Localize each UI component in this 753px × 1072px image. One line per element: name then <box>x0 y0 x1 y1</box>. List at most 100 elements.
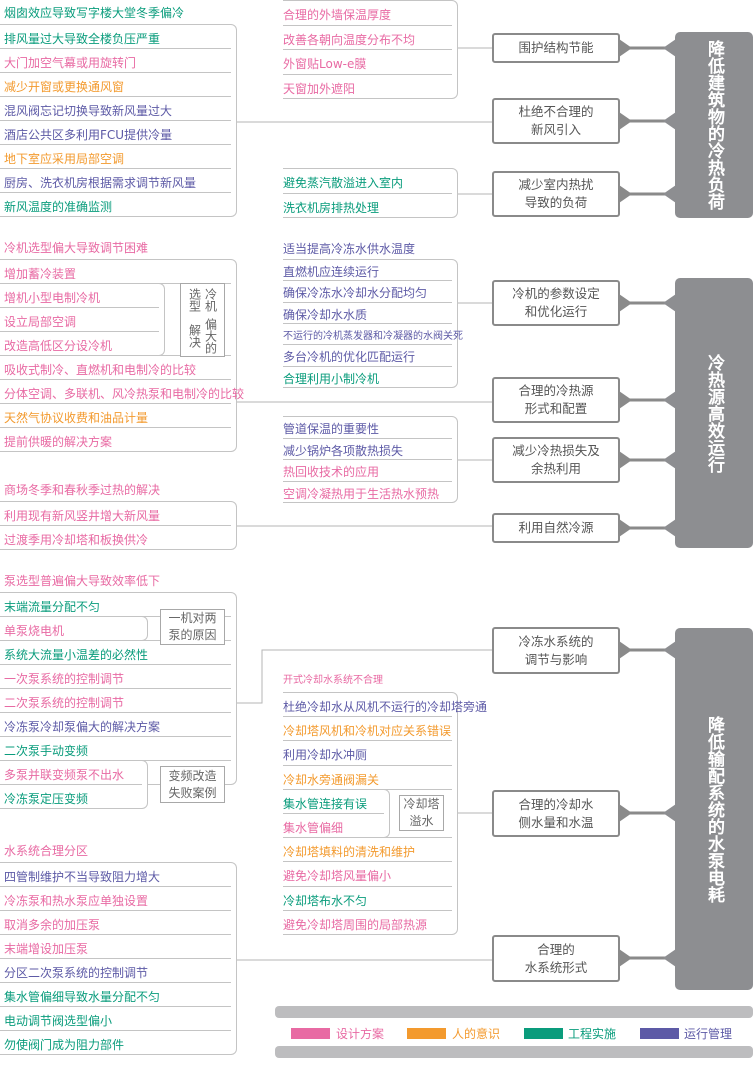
category-fresh-air[interactable]: 杜绝不合理的新风引入 <box>492 98 620 144</box>
item-text: 冷却塔填料的清洗和维护 <box>283 845 416 860</box>
row-divider <box>0 120 231 121</box>
list-item[interactable]: 大门加空气幕或用旋转门 <box>4 48 136 72</box>
list-item[interactable]: 酒店公共区多利用FCU提供冷量 <box>4 120 172 144</box>
list-item[interactable]: 避免蒸汽散溢进入室内 <box>283 168 403 193</box>
list-item[interactable]: 合理利用小制冷机 <box>283 366 379 387</box>
group-header-item[interactable]: 商场冬季和春秋季过热的解决 <box>4 475 160 499</box>
list-item[interactable]: 冷冻泵定压变频 <box>4 784 88 808</box>
list-item[interactable]: 利用现有新风竖井增大新风量 <box>4 501 160 525</box>
item-text: 多泵并联变频泵不出水 <box>4 768 125 782</box>
main-reduce-load[interactable]: 降低建筑物的冷热负荷 <box>675 32 753 218</box>
list-item[interactable]: 洗衣机房排热处理 <box>283 193 379 218</box>
list-item[interactable]: 避免冷却塔风量偏小 <box>283 861 391 885</box>
list-item[interactable]: 天窗加外遮阳 <box>283 74 355 99</box>
list-item[interactable]: 集水管偏细导致水量分配不匀 <box>4 982 160 1006</box>
list-item[interactable]: 热回收技术的应用 <box>283 459 379 481</box>
group-header-item[interactable]: 适当提高冷冻水供水温度 <box>283 236 415 257</box>
row-divider <box>283 764 452 766</box>
list-item[interactable]: 提前供暖的解决方案 <box>4 427 112 451</box>
item-text: 提前供暖的解决方案 <box>4 435 113 449</box>
list-item[interactable]: 集水管偏细 <box>283 813 343 837</box>
list-item[interactable]: 系统大流量小温差的必然性 <box>4 640 148 664</box>
list-item[interactable]: 避免冷却塔周围的局部热源 <box>283 910 427 934</box>
list-item[interactable]: 冷却塔布水不匀 <box>283 886 367 910</box>
list-item[interactable]: 过渡季用冷却塔和板换供冷 <box>4 525 148 549</box>
list-item[interactable]: 外窗贴Low-e膜 <box>283 49 366 74</box>
list-item[interactable]: 管道保温的重要性 <box>283 416 379 438</box>
list-item[interactable]: 电动调节阀选型偏小 <box>4 1006 112 1030</box>
list-item[interactable]: 二次泵系统的控制调节 <box>4 688 124 712</box>
arrow-notch-icon <box>663 185 676 203</box>
list-item[interactable]: 分区二次泵系统的控制调节 <box>4 958 148 982</box>
list-item[interactable]: 厨房、洗衣机房根据需求调节新风量 <box>4 168 196 192</box>
item-text: 冷冻泵冷却泵偏大的解决方案 <box>4 720 161 734</box>
list-item[interactable]: 冷冻泵冷却泵偏大的解决方案 <box>4 712 160 736</box>
list-item[interactable]: 合理的外墙保温厚度 <box>283 0 391 25</box>
group-header-item[interactable]: 泵选型普遍偏大导致效率低下 <box>4 566 160 590</box>
list-item[interactable]: 冷却塔填料的清洗和维护 <box>283 837 415 861</box>
list-item[interactable]: 末端增设加压泵 <box>4 934 88 958</box>
row-divider <box>0 48 231 49</box>
row-divider <box>0 307 159 308</box>
category-chilled-water[interactable]: 冷冻水系统的调节与影响 <box>492 627 620 674</box>
list-item[interactable]: 增机小型电制冷机 <box>4 283 100 307</box>
list-item[interactable]: 冷却塔风机和冷机对应关系错误 <box>283 716 451 740</box>
list-item[interactable]: 勿使阀门成为阻力部件 <box>4 1030 124 1054</box>
category-loss-recovery[interactable]: 减少冷热损失及余热利用 <box>492 437 620 483</box>
category-internal-load[interactable]: 减少室内热扰导致的负荷 <box>492 171 620 217</box>
list-item[interactable]: 排风量过大导致全楼负压严重 <box>4 24 160 48</box>
item-text: 冷却塔布水不匀 <box>283 893 368 908</box>
list-item[interactable]: 冷却水旁通阀漏关 <box>283 765 379 789</box>
list-item[interactable]: 利用冷却水冲厕 <box>283 740 367 764</box>
item-text: 混风阀忘记切换导致新风量过大 <box>4 104 173 118</box>
category-cooling-water[interactable]: 合理的冷却水侧水量和水温 <box>492 790 620 837</box>
group-header-item[interactable]: 水系统合理分区 <box>4 836 88 860</box>
list-item[interactable]: 空调冷凝热用于生活热水预热 <box>283 481 439 503</box>
category-free-cooling[interactable]: 利用自然冷源 <box>492 513 620 543</box>
list-item[interactable]: 改善各朝向温度分布不均 <box>283 25 415 50</box>
category-label: 形式和配置 <box>524 401 588 416</box>
list-item[interactable]: 改造高低区分设冷机 <box>4 331 112 355</box>
list-item[interactable]: 多泵并联变频泵不出水 <box>4 760 124 784</box>
main-reduce-pump-power[interactable]: 降低输配系统的水泵电耗 <box>675 628 753 990</box>
list-item[interactable]: 吸收式制冷、直燃机和电制冷的比较 <box>4 355 196 379</box>
group-bracket <box>0 501 237 550</box>
list-item[interactable]: 杜绝冷却水从风机不运行的冷却塔旁通 <box>283 692 487 716</box>
category-chiller-params[interactable]: 冷机的参数设定和优化运行 <box>492 280 620 326</box>
list-item[interactable]: 确保冷却水水质 <box>283 302 367 323</box>
row-divider <box>0 144 231 145</box>
category-envelope[interactable]: 围护结构节能 <box>492 33 620 63</box>
row-divider <box>0 403 231 404</box>
group-header-item[interactable]: 烟囱效应导致写字楼大堂冬季偏冷 <box>4 0 184 22</box>
list-item[interactable]: 取消多余的加压泵 <box>4 910 100 934</box>
list-item[interactable]: 末端流量分配不匀 <box>4 592 100 616</box>
list-item[interactable]: 设立局部空调 <box>4 307 76 331</box>
category-source-config[interactable]: 合理的冷热源形式和配置 <box>492 377 620 423</box>
list-item[interactable]: 多台冷机的优化匹配运行 <box>283 344 415 365</box>
list-item[interactable]: 天然气协议收费和油品计量 <box>4 403 148 427</box>
list-item[interactable]: 二次泵手动变频 <box>4 736 88 760</box>
list-item[interactable]: 减少锅炉各项散热损失 <box>283 438 403 460</box>
main-efficient-source[interactable]: 冷热源高效运行 <box>675 278 753 548</box>
list-item[interactable]: 单泵烧电机 <box>4 616 64 640</box>
row-divider <box>283 716 452 718</box>
legend-label-human: 人的意识 <box>452 1027 501 1041</box>
list-item[interactable]: 一次泵系统的控制调节 <box>4 664 124 688</box>
list-item[interactable]: 增加蓄冷装置 <box>4 259 76 283</box>
list-item[interactable]: 地下室应采用局部空调 <box>4 144 124 168</box>
list-item[interactable]: 确保冷冻水冷却水分配均匀 <box>283 280 427 301</box>
list-item[interactable]: 冷冻泵和热水泵应单独设置 <box>4 886 148 910</box>
list-item[interactable]: 新风温度的准确监测 <box>4 192 112 216</box>
group-header-item[interactable]: 开式冷却水系统不合理 <box>283 666 383 690</box>
list-item[interactable]: 混风阀忘记切换导致新风量过大 <box>4 96 172 120</box>
category-water-system[interactable]: 合理的水系统形式 <box>492 935 620 982</box>
category-label: 合理的 <box>537 941 575 957</box>
list-item[interactable]: 分体空调、多联机、风冷热泵和电制冷的比较 <box>4 379 244 403</box>
category-label: 水系统形式 <box>524 959 588 975</box>
list-item[interactable]: 直燃机应连续运行 <box>283 259 379 280</box>
list-item[interactable]: 集水管连接有误 <box>283 789 367 813</box>
list-item[interactable]: 减少开窗或更换通风窗 <box>4 72 124 96</box>
list-item[interactable]: 四管制维护不当导致阻力增大 <box>4 862 160 886</box>
list-item[interactable]: 不运行的冷机蒸发器和冷凝器的水阀关死 <box>283 323 463 344</box>
group-header-item[interactable]: 冷机选型偏大导致调节困难 <box>4 233 148 257</box>
